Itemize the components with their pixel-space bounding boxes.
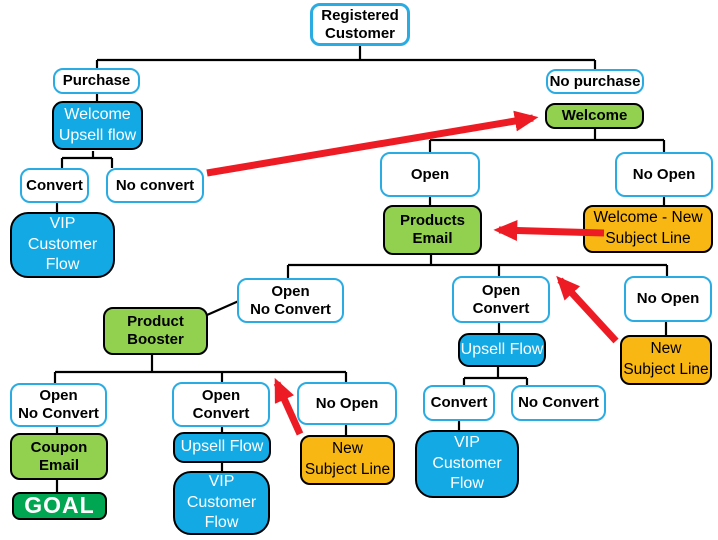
node-convert-bottomright: Convert <box>423 385 495 421</box>
node-no-open-bottom: No Open <box>297 382 397 425</box>
node-vip-customer-flow-bottom: VIP Customer Flow <box>173 471 270 535</box>
node-no-open-right: No Open <box>624 276 712 322</box>
node-goal: GOAL <box>12 492 107 520</box>
node-no-purchase: No purchase <box>546 69 644 94</box>
node-coupon-email: Coupon Email <box>10 433 108 480</box>
node-vip-customer-flow-bottomright: VIP Customer Flow <box>415 430 519 498</box>
node-convert-left: Convert <box>20 168 89 203</box>
node-open-welcome: Open <box>380 152 480 197</box>
node-new-subject-line-right: New Subject Line <box>620 335 712 385</box>
node-open-no-convert-mid: Open No Convert <box>237 278 344 323</box>
node-purchase: Purchase <box>53 68 140 94</box>
node-upsell-flow-right: Upsell Flow <box>458 333 546 367</box>
node-no-convert-left: No convert <box>106 168 204 203</box>
node-products-email: Products Email <box>383 205 482 255</box>
node-open-convert-bottom: Open Convert <box>172 382 270 427</box>
node-no-open-welcome: No Open <box>615 152 713 197</box>
node-upsell-flow-bottom: Upsell Flow <box>173 432 271 463</box>
node-product-booster: Product Booster <box>103 307 208 355</box>
node-open-convert-right: Open Convert <box>452 276 550 323</box>
node-welcome-upsell-flow: Welcome Upsell flow <box>52 101 143 150</box>
node-open-no-convert-bottom: Open No Convert <box>10 383 107 427</box>
node-registered-customer: Registered Customer <box>310 3 410 46</box>
node-no-convert-bottomright: No Convert <box>511 385 606 421</box>
node-new-subject-line-bottom: New Subject Line <box>300 435 395 485</box>
node-vip-customer-flow-left: VIP Customer Flow <box>10 212 115 278</box>
node-welcome-new-subject-line: Welcome - New Subject Line <box>583 205 713 253</box>
node-welcome: Welcome <box>545 103 644 129</box>
